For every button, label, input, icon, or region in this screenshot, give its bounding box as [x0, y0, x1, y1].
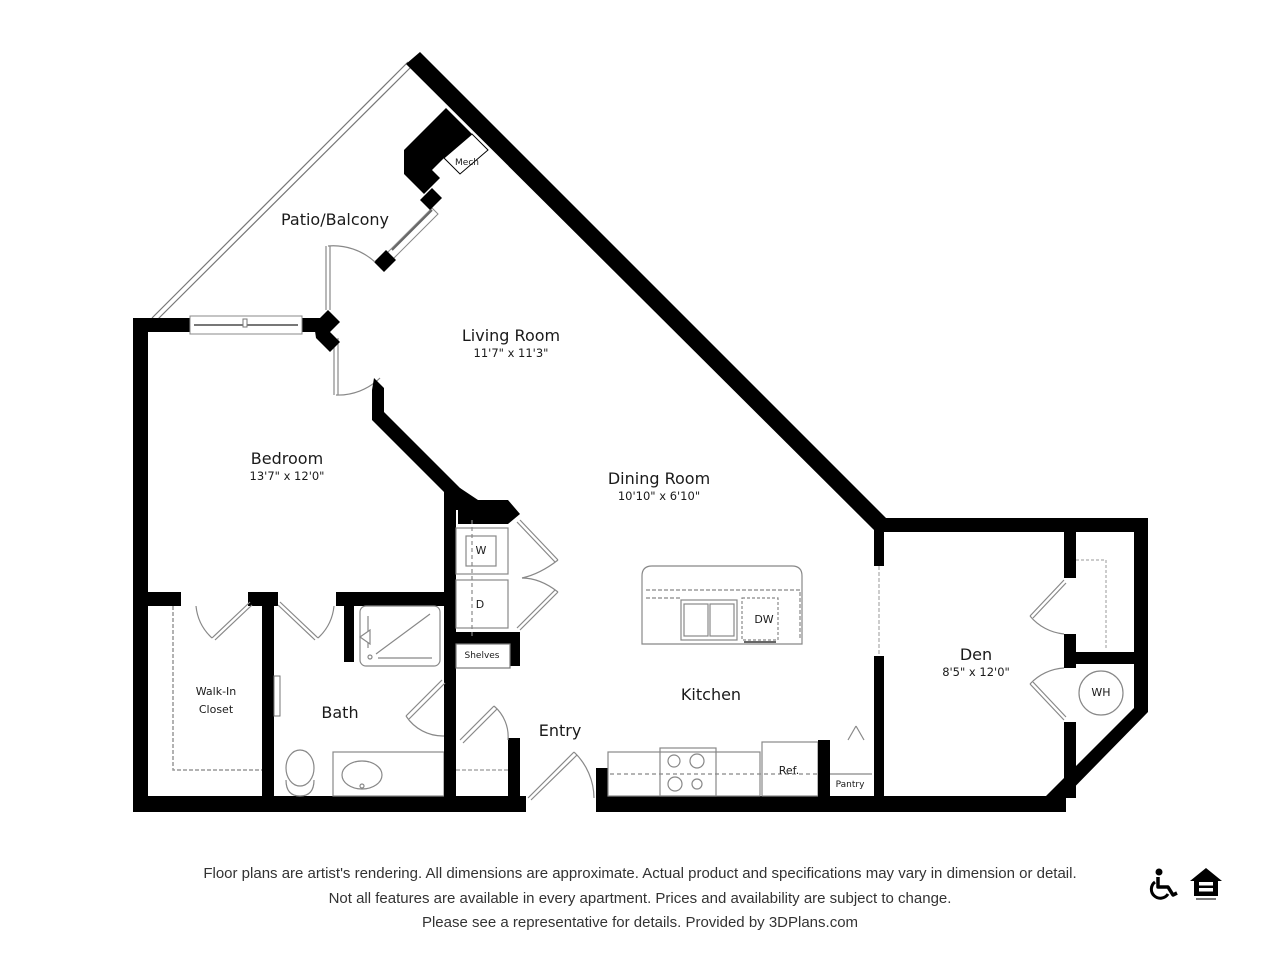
- fixture-label-refrigerator: Ref.: [778, 764, 800, 777]
- fixture-label-shelves: Shelves: [464, 651, 500, 661]
- room-label-dining: Dining Room: [607, 469, 711, 488]
- wall-west: [133, 318, 148, 812]
- pantry-door: [847, 725, 865, 741]
- equal-housing-opportunity-icon: [1190, 868, 1222, 900]
- floor-plan-drawing: [133, 52, 1148, 812]
- laundry-bifold-doors: [516, 519, 559, 631]
- closet-doors: [195, 601, 335, 641]
- wall-south-right: [596, 796, 1066, 812]
- patio-sliding-door-diagonal: [374, 188, 442, 272]
- shower: [358, 605, 441, 667]
- disclaimer-line-2: Not all features are available in every …: [328, 889, 952, 907]
- room-walk-in-closet: Walk-In Closet: [196, 683, 237, 719]
- room-label-walkin-line1: Walk-In: [195, 685, 237, 698]
- wall-den-east: [1046, 518, 1148, 806]
- wall-closet-top-left: [133, 592, 181, 606]
- room-den: Den 8'5" x 12'0": [942, 645, 1010, 679]
- room-bedroom: Bedroom 13'7" x 12'0": [250, 449, 325, 483]
- room-dims-den: 8'5" x 12'0": [942, 665, 1010, 679]
- mech-wall-block: [404, 108, 489, 194]
- wall-pantry-west: [818, 740, 830, 802]
- wall-corner-bedroom-living: [314, 310, 340, 352]
- wall-den-closet-divider-a: [1064, 532, 1076, 578]
- wall-closet-bath-divider: [262, 592, 274, 804]
- entry-door: [527, 751, 595, 801]
- wall-bath-top: [336, 592, 456, 606]
- room-dims-living: 11'7" x 11'3": [473, 346, 549, 360]
- wall-northeast-diagonal: [406, 52, 888, 532]
- den-closet-doors: [1029, 579, 1124, 721]
- disclaimer-line-3: Please see a representative for details.…: [421, 914, 859, 931]
- wall-den-closet-divider-c: [1064, 722, 1076, 798]
- wall-den-top: [876, 518, 1148, 532]
- wall-den-closet-horizontal: [1064, 652, 1138, 664]
- fixture-label-water-heater: WH: [1091, 686, 1111, 699]
- bath-towel-bar: [273, 675, 281, 717]
- walk-in-shelves: [172, 606, 262, 771]
- kitchen-counter: [607, 741, 872, 797]
- wheelchair-accessible-icon: [1149, 868, 1178, 900]
- bedroom-window: [189, 315, 303, 335]
- room-label-mech: Mech: [455, 158, 479, 168]
- fixture-label-pantry: Pantry: [835, 780, 865, 790]
- wall-den-west-lower: [874, 656, 884, 802]
- room-dims-dining: 10'10" x 6'10": [617, 489, 701, 503]
- wall-shelves-east: [510, 632, 520, 666]
- room-label-bath: Bath: [321, 703, 359, 722]
- room-label-den: Den: [959, 645, 993, 664]
- patio-railing: [151, 61, 413, 321]
- wall-laundry-west: [444, 488, 456, 748]
- room-label-patio: Patio/Balcony: [280, 210, 390, 229]
- wall-south-left: [133, 796, 526, 812]
- kitchen-island: [641, 565, 803, 645]
- hall-closet-door: [456, 705, 509, 771]
- room-dims-bedroom: 13'7" x 12'0": [249, 469, 325, 483]
- room-living: Living Room 11'7" x 11'3": [462, 326, 560, 360]
- wall-bedroom-interior-diagonal: [372, 378, 470, 508]
- room-label-walkin-line2: Closet: [198, 703, 234, 716]
- bath-fixtures: [285, 679, 446, 797]
- den-closet-shelf: [1076, 559, 1107, 648]
- wall-shower-west: [344, 596, 354, 662]
- fixture-label-washer: W: [475, 544, 487, 557]
- room-label-entry: Entry: [538, 721, 582, 740]
- room-label-kitchen: Kitchen: [680, 685, 742, 704]
- disclaimer-line-1: Floor plans are artist's rendering. All …: [203, 865, 1077, 882]
- disclaimer: Floor plans are artist's rendering. All …: [0, 862, 1280, 936]
- wall-laundry-top: [444, 488, 520, 524]
- room-label-living: Living Room: [461, 326, 561, 345]
- wall-entry-jamb-right: [596, 768, 608, 804]
- fixture-label-dishwasher: DW: [754, 613, 774, 626]
- laundry-appliances: [455, 520, 511, 669]
- room-label-bedroom: Bedroom: [250, 449, 324, 468]
- fixture-label-dryer: D: [475, 598, 485, 611]
- compliance-icons: [1148, 866, 1224, 902]
- wall-den-west-upper: [874, 526, 884, 566]
- wall-hall-east: [508, 738, 520, 804]
- wall-bath-east: [444, 730, 456, 804]
- room-dining: Dining Room 10'10" x 6'10": [608, 469, 710, 503]
